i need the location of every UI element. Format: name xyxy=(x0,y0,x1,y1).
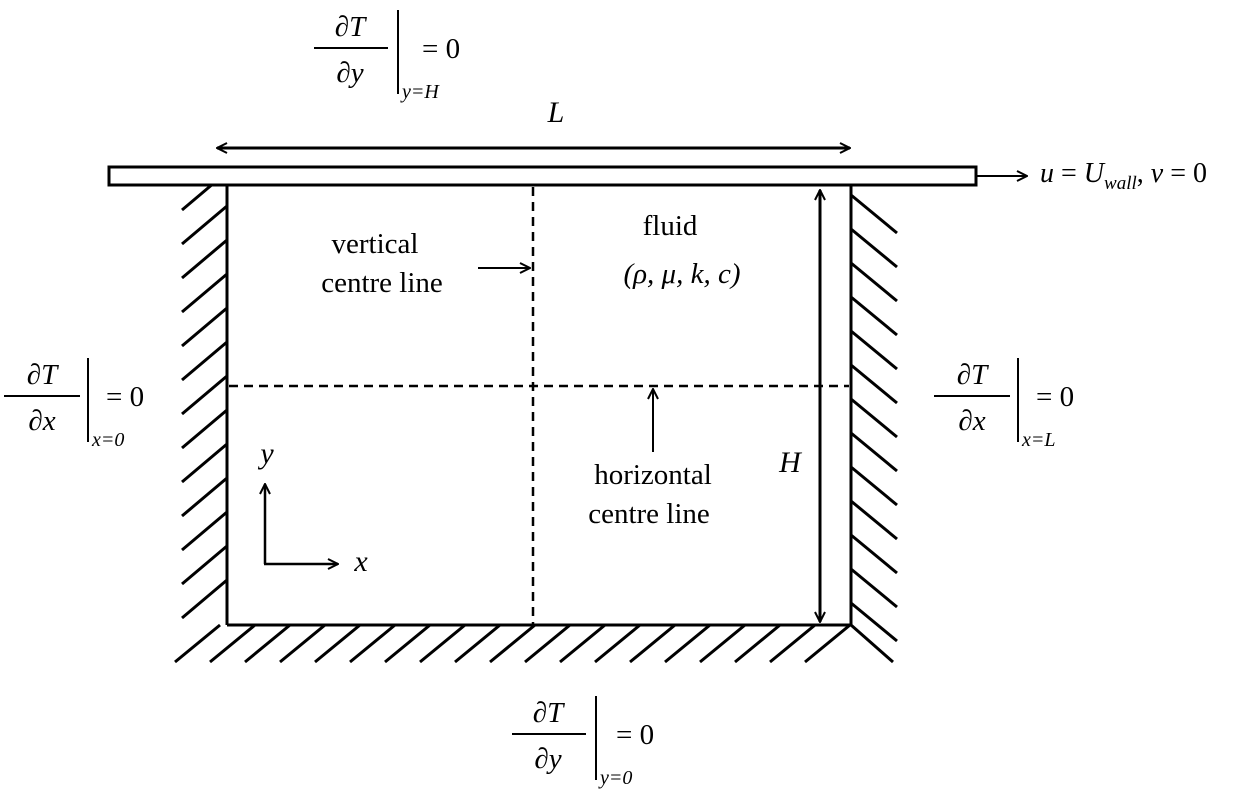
hatch-line xyxy=(850,397,898,439)
hatch-line xyxy=(850,623,894,664)
hatch-line xyxy=(769,623,816,664)
bottom-wall-hatching xyxy=(174,623,894,664)
hatch-line xyxy=(181,442,228,484)
U-symbol: U xyxy=(1084,158,1106,189)
bc-top-evaluation-point: y=H xyxy=(400,81,440,103)
bc-bottom-numerator: ∂T xyxy=(533,697,565,729)
hatch-line xyxy=(181,374,228,416)
bc-bottom: ∂T ∂y y=0 = 0 xyxy=(512,696,654,789)
hatch-line xyxy=(174,623,221,664)
hatch-line xyxy=(850,533,898,575)
comma: , xyxy=(1137,158,1151,189)
vertical-centre-line-label-line1: vertical xyxy=(332,228,419,260)
hatch-line xyxy=(279,623,326,664)
hatch-line xyxy=(209,623,256,664)
right-wall-hatching xyxy=(850,193,898,643)
hatch-line xyxy=(181,408,228,450)
moving-lid xyxy=(107,165,978,187)
hatch-line xyxy=(181,306,228,348)
hatch-line xyxy=(181,204,228,246)
hatch-line xyxy=(850,295,898,337)
hatch-line xyxy=(181,476,228,518)
hatch-line xyxy=(699,623,746,664)
bc-top-denominator: ∂y xyxy=(336,57,363,89)
hatch-line xyxy=(181,578,228,620)
horizontal-centre-line-label-line2: centre line xyxy=(588,498,710,530)
hatch-line xyxy=(349,623,396,664)
hatch-line xyxy=(850,431,898,473)
bc-top: ∂T ∂y y=H = 0 xyxy=(314,10,460,103)
bc-right-evaluation-point: x=L xyxy=(1021,429,1056,451)
hatch-line xyxy=(850,227,898,269)
hatch-line xyxy=(804,623,851,664)
hatch-line xyxy=(594,623,641,664)
hatch-line xyxy=(524,623,571,664)
bc-bottom-denominator: ∂y xyxy=(534,743,561,775)
bc-bottom-evaluation-point: y=0 xyxy=(598,767,632,789)
hatch-line xyxy=(734,623,781,664)
bc-left-denominator: ∂x xyxy=(28,405,55,437)
bc-left: ∂T ∂x x=0 = 0 xyxy=(4,358,144,451)
fluid-label: fluid xyxy=(643,210,698,242)
hatch-line xyxy=(559,623,606,664)
height-label: H xyxy=(778,446,803,479)
zero-value: = 0 xyxy=(1163,158,1207,189)
bc-left-rhs: = 0 xyxy=(106,381,144,413)
length-label: L xyxy=(547,96,565,129)
bc-left-evaluation-point: x=0 xyxy=(91,429,124,451)
hatch-line xyxy=(181,544,228,586)
hatch-line xyxy=(850,465,898,507)
bc-right-rhs: = 0 xyxy=(1036,381,1074,413)
hatch-line xyxy=(850,601,898,643)
hatch-line xyxy=(181,238,228,280)
hatch-line xyxy=(181,272,228,314)
hatch-line xyxy=(489,623,536,664)
hatch-line xyxy=(384,623,431,664)
hatch-line xyxy=(664,623,711,664)
bc-right: ∂T ∂x x=L = 0 xyxy=(934,358,1074,451)
hatch-line xyxy=(850,567,898,609)
vertical-centre-line-label-line2: centre line xyxy=(321,267,443,299)
hatch-line xyxy=(629,623,676,664)
bc-top-numerator: ∂T xyxy=(335,11,367,43)
bc-right-denominator: ∂x xyxy=(958,405,985,437)
hatch-line xyxy=(850,499,898,541)
hatch-line xyxy=(850,363,898,405)
hatch-line xyxy=(244,623,291,664)
bc-right-numerator: ∂T xyxy=(957,359,989,391)
y-axis-label: y xyxy=(257,437,274,470)
equals-sign: = xyxy=(1054,158,1084,189)
bc-left-numerator: ∂T xyxy=(27,359,59,391)
horizontal-centre-line-label-line1: horizontal xyxy=(594,459,712,491)
hatch-line xyxy=(314,623,361,664)
hatch-line xyxy=(181,340,228,382)
U-subscript: wall xyxy=(1104,173,1137,194)
hatch-line xyxy=(850,193,898,235)
hatch-line xyxy=(419,623,466,664)
u-symbol: u xyxy=(1040,158,1054,189)
hatch-line xyxy=(454,623,501,664)
hatch-line xyxy=(181,510,228,552)
v-symbol: v xyxy=(1151,158,1164,189)
bc-top-rhs: = 0 xyxy=(422,33,460,65)
lid-velocity-condition: u = Uwall, v = 0 xyxy=(1040,158,1207,194)
hatch-line xyxy=(850,329,898,371)
x-axis-label: x xyxy=(353,545,368,578)
fluid-properties-label: (ρ, μ, k, c) xyxy=(623,258,740,290)
hatch-line xyxy=(850,261,898,303)
bc-bottom-rhs: = 0 xyxy=(616,719,654,751)
left-wall-hatching xyxy=(181,170,228,620)
